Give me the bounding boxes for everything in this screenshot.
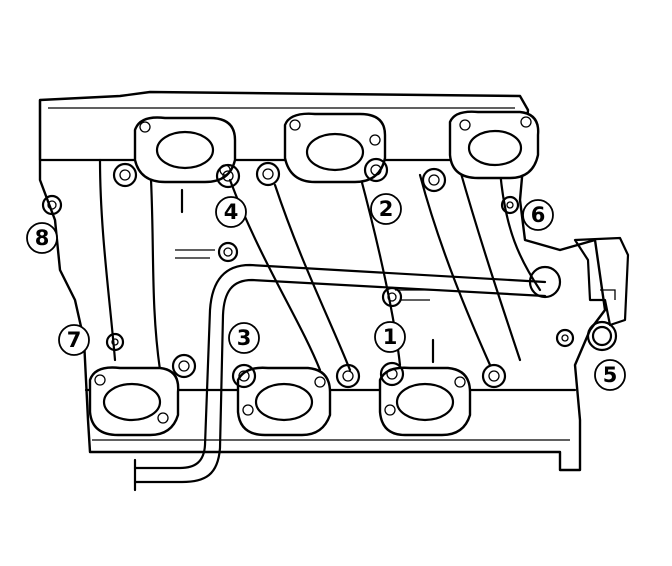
detail-lines-1 [395, 289, 440, 301]
svg-text:2: 2 [379, 197, 394, 221]
runner-e [458, 168, 522, 362]
callout-1: 1 [374, 321, 406, 353]
right-bracket [573, 236, 630, 327]
bottom-port-2 [236, 366, 332, 437]
bottom-port-3 [378, 366, 472, 437]
callout-5: 5 [594, 359, 626, 391]
svg-text:5: 5 [603, 363, 618, 387]
tube-outer [133, 263, 547, 470]
callout-8: 8 [26, 222, 58, 254]
bottom-port-1 [88, 366, 180, 437]
left-runner [98, 158, 162, 372]
top-port-2 [283, 112, 387, 184]
callout-6: 6 [522, 199, 554, 231]
runner-b [273, 183, 352, 372]
svg-text:4: 4 [224, 200, 239, 224]
svg-text:6: 6 [531, 203, 546, 227]
svg-text:1: 1 [383, 325, 398, 349]
svg-text:7: 7 [67, 328, 82, 352]
callout-3: 3 [228, 322, 260, 354]
runner-d [418, 173, 492, 367]
detail-lines-2 [175, 249, 215, 259]
right-bracket-detail [600, 289, 616, 300]
bolt-bosses [41, 157, 618, 389]
svg-text:3: 3 [237, 326, 252, 350]
svg-text:8: 8 [35, 226, 50, 250]
top-port-3 [448, 110, 540, 180]
top-port-1 [133, 116, 237, 184]
runner-f [498, 168, 542, 292]
callout-7: 7 [58, 324, 90, 356]
tube-inner [133, 278, 547, 484]
callout-2: 2 [370, 193, 402, 225]
tube-fitting [528, 265, 562, 299]
callout-4: 4 [215, 196, 247, 228]
